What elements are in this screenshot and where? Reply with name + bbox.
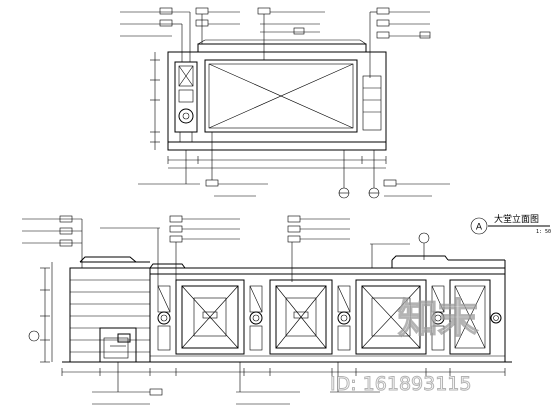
lower-elevation: [62, 255, 512, 363]
upper-callouts: [120, 7, 450, 199]
drawing-title-block: A 大堂立面图 1: 50: [470, 213, 551, 235]
lower-callouts: [22, 215, 430, 405]
drawing-scale: 1: 50: [536, 229, 551, 235]
watermark: 知末 ID: 161893115: [330, 295, 479, 395]
watermark-id: ID: 161893115: [330, 373, 471, 395]
title-badge-letter: A: [476, 223, 483, 233]
upper-elevation: [150, 39, 387, 169]
watermark-brand: 知末: [398, 296, 478, 342]
lower-dimensions: [28, 262, 506, 376]
title-badge-circle: [470, 217, 488, 235]
drawing-title: 大堂立面图: [494, 213, 539, 225]
